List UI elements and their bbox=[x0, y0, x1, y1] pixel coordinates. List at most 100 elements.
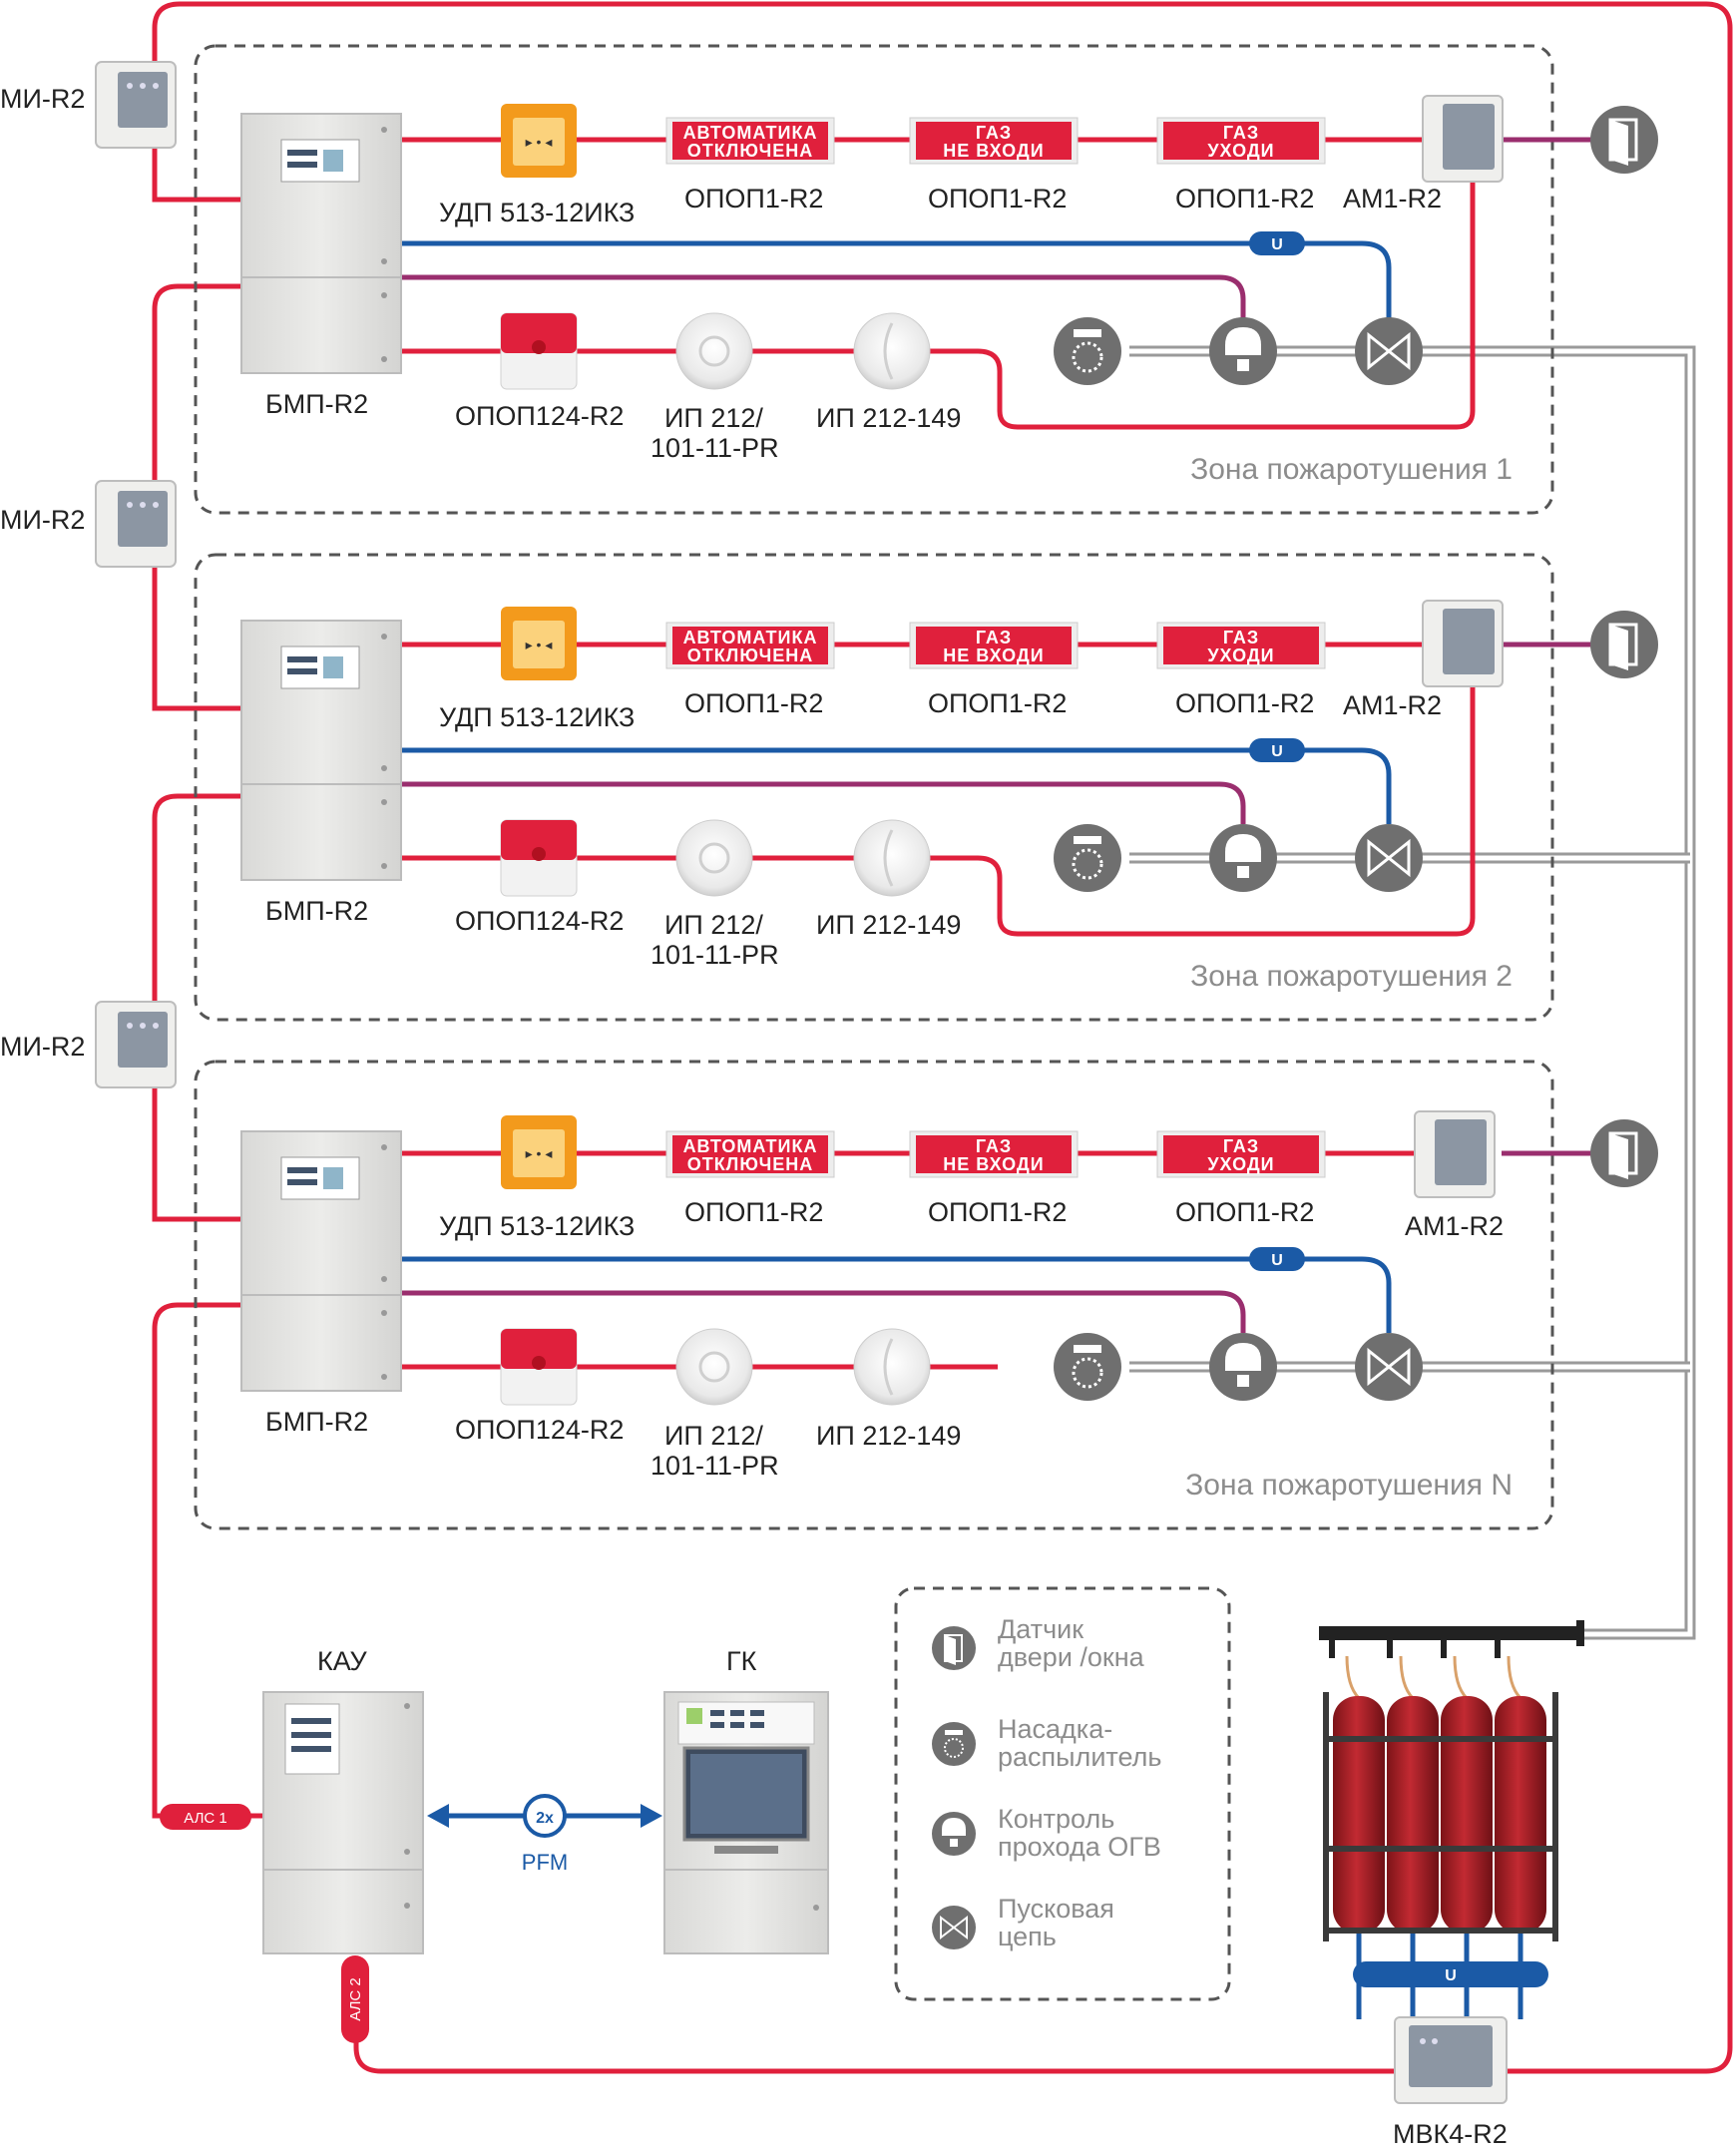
sign-2-line-1: ГАЗ bbox=[976, 1136, 1012, 1156]
u-badge: U bbox=[1249, 1247, 1305, 1271]
mi-r2-device-2: МИ-R2 bbox=[0, 480, 177, 568]
opop124-siren bbox=[500, 1328, 578, 1406]
legend-1-line-2: двери /окна bbox=[998, 1642, 1145, 1672]
sign-3-line-2: УХОДИ bbox=[1207, 1154, 1274, 1174]
mvk4-label: МВК4-R2 bbox=[1393, 2119, 1508, 2149]
opop124-label: ОПОП124-R2 bbox=[455, 1415, 624, 1445]
mi-r2-device-3: МИ-R2 bbox=[0, 1001, 177, 1088]
udp-label: УДП 513-12ИКЗ bbox=[439, 198, 635, 227]
sign-automation-off: АВТОМАТИКА ОТКЛЮЧЕНА bbox=[665, 117, 835, 165]
opop-label-2: ОПОП1-R2 bbox=[928, 688, 1067, 718]
legend-2-line-2: распылитель bbox=[998, 1742, 1161, 1772]
opop124-label: ОПОП124-R2 bbox=[455, 906, 624, 936]
sign-3-line-1: ГАЗ bbox=[1223, 1136, 1259, 1156]
zone-1-border bbox=[194, 44, 1554, 515]
ip1-label-line-1: ИП 212/ bbox=[664, 1421, 763, 1451]
door-icon bbox=[1590, 106, 1658, 174]
heat-detector bbox=[675, 819, 753, 897]
smoke-detector bbox=[853, 1328, 931, 1406]
sign-2-line-2: НЕ ВХОДИ bbox=[943, 646, 1044, 665]
gk-label: ГК bbox=[726, 1646, 757, 1676]
am-label: АМ1-R2 bbox=[1343, 690, 1442, 720]
sign-1-line-2: ОТКЛЮЧЕНА bbox=[687, 646, 814, 665]
udp-button: ▸ • ◂ bbox=[501, 1115, 577, 1189]
heat-detector bbox=[675, 312, 753, 390]
nozzle-icon bbox=[1054, 824, 1121, 892]
nozzle-icon bbox=[1054, 317, 1121, 385]
am1-module bbox=[1422, 95, 1504, 183]
legend: Датчик двери /окна Насадка- распылитель … bbox=[894, 1586, 1231, 2001]
ip1-label-line-2: 101-11-PR bbox=[651, 940, 779, 970]
gk-cabinet bbox=[663, 1691, 829, 1954]
sign-gas-leave: ГАЗ УХОДИ bbox=[1156, 622, 1326, 669]
sign-3-line-2: УХОДИ bbox=[1207, 646, 1274, 665]
udp-label: УДП 513-12ИКЗ bbox=[439, 702, 635, 732]
valve-icon bbox=[1355, 1333, 1423, 1401]
u-badge: U bbox=[1249, 738, 1305, 762]
legend-valve-icon bbox=[932, 1906, 976, 1949]
bmp-cabinet bbox=[240, 113, 402, 374]
cylinder-bank: U bbox=[1319, 1620, 1584, 2019]
sign-1-line-2: ОТКЛЮЧЕНА bbox=[687, 1154, 814, 1174]
als2-badge: АЛС 2 bbox=[341, 1955, 369, 2043]
sign-2-line-2: НЕ ВХОДИ bbox=[943, 1154, 1044, 1174]
flow-control-icon bbox=[1209, 824, 1277, 892]
legend-3-line-2: прохода ОГВ bbox=[998, 1832, 1161, 1862]
opop-label-1: ОПОП1-R2 bbox=[684, 1197, 823, 1227]
legend-door-icon bbox=[932, 1626, 976, 1670]
zone-2-border bbox=[194, 553, 1554, 1022]
sign-2-line-1: ГАЗ bbox=[976, 628, 1012, 647]
opop124-siren bbox=[500, 819, 578, 897]
svg-text:U: U bbox=[1271, 1252, 1283, 1269]
ip1-label-line-2: 101-11-PR bbox=[651, 433, 779, 463]
cylinder-u-label: U bbox=[1445, 1967, 1457, 1984]
sign-3-line-1: ГАЗ bbox=[1223, 628, 1259, 647]
zone-title: Зона пожаротушения 1 bbox=[1190, 453, 1513, 486]
valve-icon bbox=[1355, 317, 1423, 385]
sign-gas-do-not-enter: ГАЗ НЕ ВХОДИ bbox=[909, 1130, 1079, 1178]
zone-title: Зона пожаротушения 2 bbox=[1190, 960, 1513, 993]
sign-gas-do-not-enter: ГАЗ НЕ ВХОДИ bbox=[909, 117, 1079, 165]
ip1-label-line-2: 101-11-PR bbox=[651, 1451, 779, 1481]
am-label: АМ1-R2 bbox=[1343, 184, 1442, 214]
ip2-label: ИП 212-149 bbox=[816, 910, 961, 940]
mi-label-2: МИ-R2 bbox=[0, 505, 85, 535]
sign-3-line-1: ГАЗ bbox=[1223, 123, 1259, 143]
flow-control-icon bbox=[1209, 317, 1277, 385]
ip1-label-line-1: ИП 212/ bbox=[664, 403, 763, 433]
opop124-siren bbox=[500, 312, 578, 390]
kau-label: КАУ bbox=[317, 1646, 368, 1676]
nozzle-icon bbox=[1054, 1333, 1121, 1401]
bmp-cabinet bbox=[240, 620, 402, 881]
legend-nozzle-icon bbox=[932, 1722, 976, 1766]
mi-r2-device-1: МИ-R2 bbox=[0, 61, 177, 149]
sign-1-line-1: АВТОМАТИКА bbox=[683, 628, 818, 647]
legend-3-line-1: Контроль bbox=[998, 1804, 1114, 1834]
ip2-label: ИП 212-149 bbox=[816, 403, 961, 433]
ip2-label: ИП 212-149 bbox=[816, 1421, 961, 1451]
outer-bus bbox=[152, 1, 1733, 2074]
svg-text:U: U bbox=[1271, 236, 1283, 253]
valve-icon bbox=[1355, 824, 1423, 892]
opop-label-3: ОПОП1-R2 bbox=[1175, 688, 1314, 718]
als1-badge: АЛС 1 bbox=[160, 1804, 251, 1830]
opop-label-1: ОПОП1-R2 bbox=[684, 688, 823, 718]
bmp-label: БМП-R2 bbox=[265, 1407, 368, 1437]
svg-text:▸ • ◂: ▸ • ◂ bbox=[526, 1145, 553, 1161]
opop-label-3: ОПОП1-R2 bbox=[1175, 1197, 1314, 1227]
ip1-label-line-1: ИП 212/ bbox=[664, 910, 763, 940]
am1-module bbox=[1422, 600, 1504, 687]
heat-detector bbox=[675, 1328, 753, 1406]
gas-pipes bbox=[1129, 345, 1696, 1640]
sign-automation-off: АВТОМАТИКА ОТКЛЮЧЕНА bbox=[665, 622, 835, 669]
opop-label-2: ОПОП1-R2 bbox=[928, 1197, 1067, 1227]
pfm-link: 2x PFM bbox=[427, 1794, 662, 1875]
svg-text:АЛС 2: АЛС 2 bbox=[347, 1977, 364, 2021]
svg-text:2x: 2x bbox=[536, 1810, 554, 1827]
svg-text:▸ • ◂: ▸ • ◂ bbox=[526, 637, 553, 652]
sign-gas-do-not-enter: ГАЗ НЕ ВХОДИ bbox=[909, 622, 1079, 669]
sign-3-line-2: УХОДИ bbox=[1207, 141, 1274, 161]
bmp-label: БМП-R2 bbox=[265, 389, 368, 419]
udp-button: ▸ • ◂ bbox=[501, 104, 577, 178]
